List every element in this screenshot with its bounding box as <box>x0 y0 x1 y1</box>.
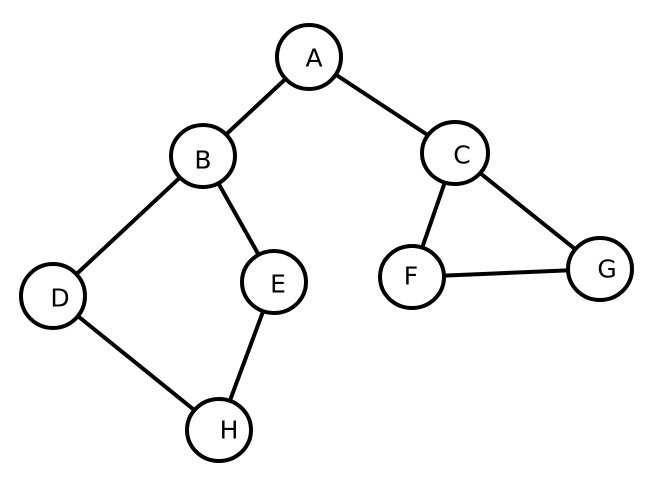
node-label-c: C <box>453 141 470 170</box>
node-f: F <box>378 244 446 310</box>
node-circle-g <box>566 236 634 302</box>
edge-d-h <box>51 294 221 432</box>
node-label-g: G <box>597 255 616 284</box>
node-label-h: H <box>220 416 239 445</box>
node-a: A <box>275 23 343 91</box>
node-b: B <box>169 123 237 189</box>
graph-nodes: A B C D E F G H <box>19 23 634 463</box>
node-circle-f <box>378 244 446 310</box>
node-e: E <box>240 249 308 315</box>
graph-edges <box>51 55 602 432</box>
node-circle-h <box>185 397 253 463</box>
node-label-e: E <box>270 270 286 299</box>
node-c: C <box>420 120 490 186</box>
node-circle-b <box>169 123 237 189</box>
node-h: H <box>185 397 253 463</box>
node-label-d: D <box>50 284 69 313</box>
node-circle-c <box>420 120 490 186</box>
node-label-f: F <box>404 262 418 291</box>
node-d: D <box>19 262 87 330</box>
node-circle-a <box>275 23 343 91</box>
edge-b-d <box>51 154 205 298</box>
node-label-b: B <box>194 146 211 175</box>
node-circle-d <box>19 262 87 330</box>
node-label-a: A <box>305 44 322 73</box>
node-circle-e <box>240 249 308 315</box>
node-g: G <box>566 236 634 302</box>
